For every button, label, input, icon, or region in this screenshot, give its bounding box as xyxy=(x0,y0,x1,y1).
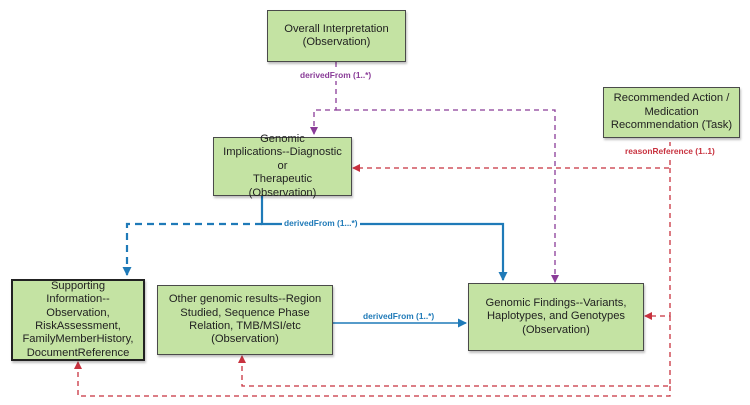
reason-reference-label: reasonReference (1..1) xyxy=(623,146,717,157)
derived-from-other-results-label: derivedFrom (1..*) xyxy=(361,311,437,322)
genomic-findings-node[interactable]: Genomic Findings--Variants, Haplotypes, … xyxy=(468,283,644,351)
derived-from-implications-to-findings-arrow xyxy=(260,196,508,281)
recommended-action-node[interactable]: Recommended Action / Medication Recommen… xyxy=(603,87,740,138)
reason-reference-to-other-results-arrow xyxy=(238,316,671,387)
genomic-implications-node[interactable]: Genomic Implications--Diagnostic or Ther… xyxy=(213,133,352,199)
other-genomic-results-node[interactable]: Other genomic results--Region Studied, S… xyxy=(157,285,333,355)
derived-from-implications-label: derivedFrom (1...*) xyxy=(282,218,360,229)
reason-reference-to-supporting-info-arrow xyxy=(74,361,671,397)
derived-from-overall-to-implications-arrow xyxy=(310,62,337,135)
supporting-information-node[interactable]: Supporting Information--Observation, Ris… xyxy=(11,279,145,361)
derived-from-implications-to-supporting-info-arrow xyxy=(122,222,262,276)
derived-from-overall-to-findings-arrow xyxy=(336,109,559,283)
overall-interpretation-node[interactable]: Overall Interpretation (Observation) xyxy=(267,10,406,62)
derived-from-overall-label: derivedFrom (1..*) xyxy=(298,70,374,81)
reason-reference-to-implications-arrow xyxy=(352,142,671,172)
reason-reference-to-findings-arrow xyxy=(644,168,671,320)
